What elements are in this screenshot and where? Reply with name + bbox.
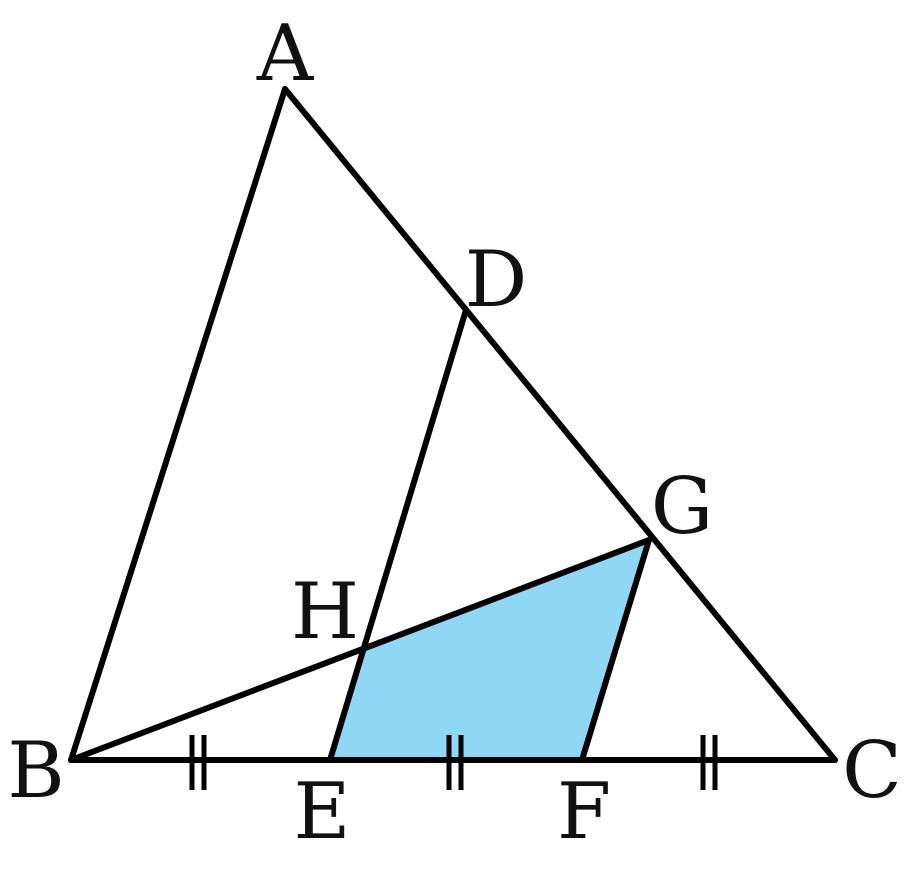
label-G: G	[651, 462, 713, 552]
label-F: F	[557, 767, 611, 857]
tick-mark-EF	[446, 735, 464, 790]
label-E: E	[294, 767, 351, 857]
segment-AB	[68, 86, 288, 763]
tick-mark-BE	[189, 735, 207, 790]
label-D: D	[465, 235, 528, 325]
segment-DE	[327, 307, 469, 763]
segment-GF	[579, 537, 652, 763]
segment-BG	[68, 537, 652, 763]
label-H: H	[291, 567, 359, 657]
label-A: A	[256, 9, 315, 99]
segment-AC	[282, 86, 838, 763]
shaded-quadrilateral-HEFG	[330, 540, 649, 760]
label-B: B	[7, 726, 64, 816]
label-C: C	[842, 726, 902, 816]
tick-mark-FC	[700, 735, 718, 790]
